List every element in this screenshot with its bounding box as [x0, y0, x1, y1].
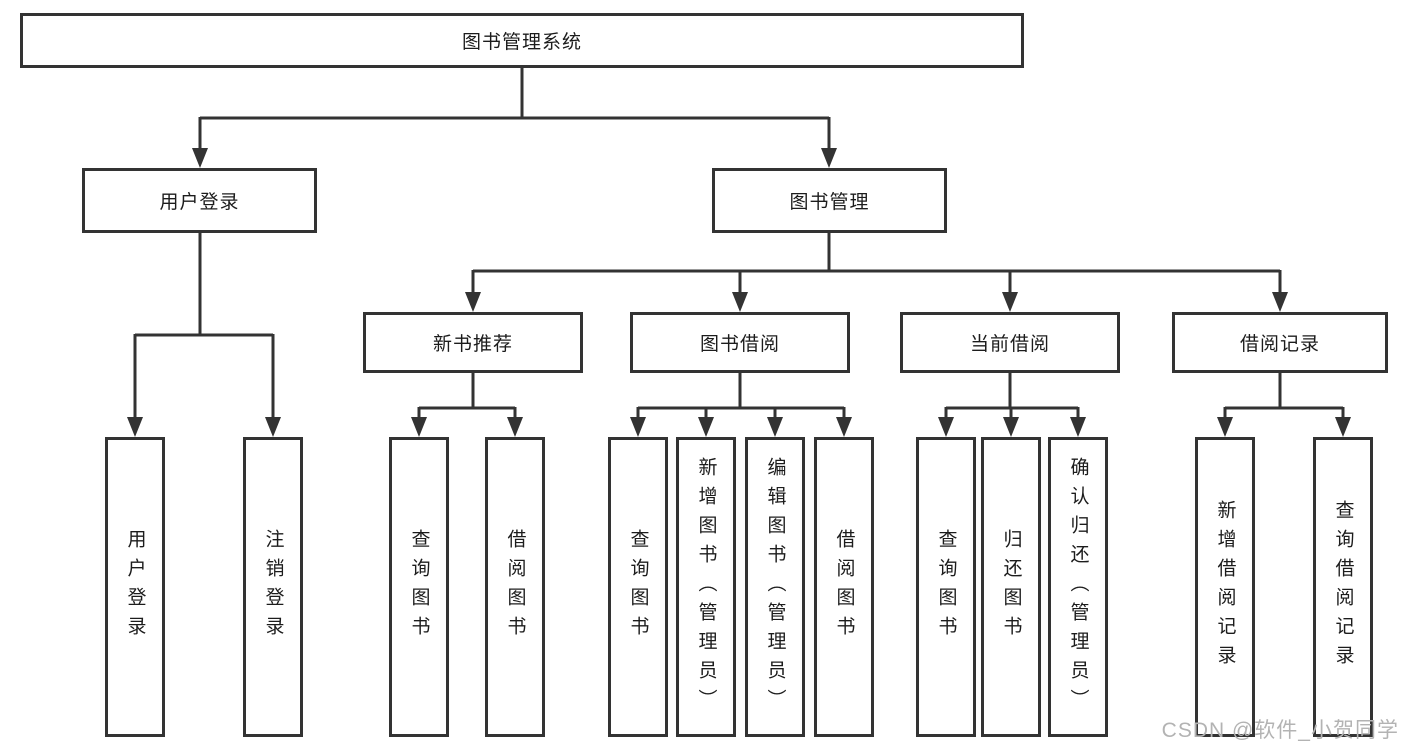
leaf-borrow-books-recommend: 借阅图书	[485, 437, 545, 737]
leaf-query-books-borrowing: 查询图书	[608, 437, 668, 737]
node-library-management-system: 图书管理系统	[20, 13, 1024, 68]
leaf-add-book-admin: 新增图书（管理员）	[676, 437, 736, 737]
leaf-return-book: 归还图书	[981, 437, 1041, 737]
leaf-borrow-books-borrowing: 借阅图书	[814, 437, 874, 737]
node-book-management: 图书管理	[712, 168, 947, 233]
leaf-query-books-recommend: 查询图书	[389, 437, 449, 737]
leaf-logout: 注销登录	[243, 437, 303, 737]
node-borrowing-records: 借阅记录	[1172, 312, 1388, 373]
leaf-edit-book-admin: 编辑图书（管理员）	[745, 437, 805, 737]
node-current-borrowing: 当前借阅	[900, 312, 1120, 373]
csdn-watermark: CSDN @软件_小贺同学	[1161, 719, 1399, 742]
leaf-user-login: 用户登录	[105, 437, 165, 737]
leaf-query-borrow-record: 查询借阅记录	[1313, 437, 1373, 737]
node-book-borrowing: 图书借阅	[630, 312, 850, 373]
leaf-confirm-return-admin: 确认归还（管理员）	[1048, 437, 1108, 737]
node-user-login: 用户登录	[82, 168, 317, 233]
node-new-book-recommendation: 新书推荐	[363, 312, 583, 373]
leaf-add-borrow-record: 新增借阅记录	[1195, 437, 1255, 737]
leaf-query-books-current: 查询图书	[916, 437, 976, 737]
